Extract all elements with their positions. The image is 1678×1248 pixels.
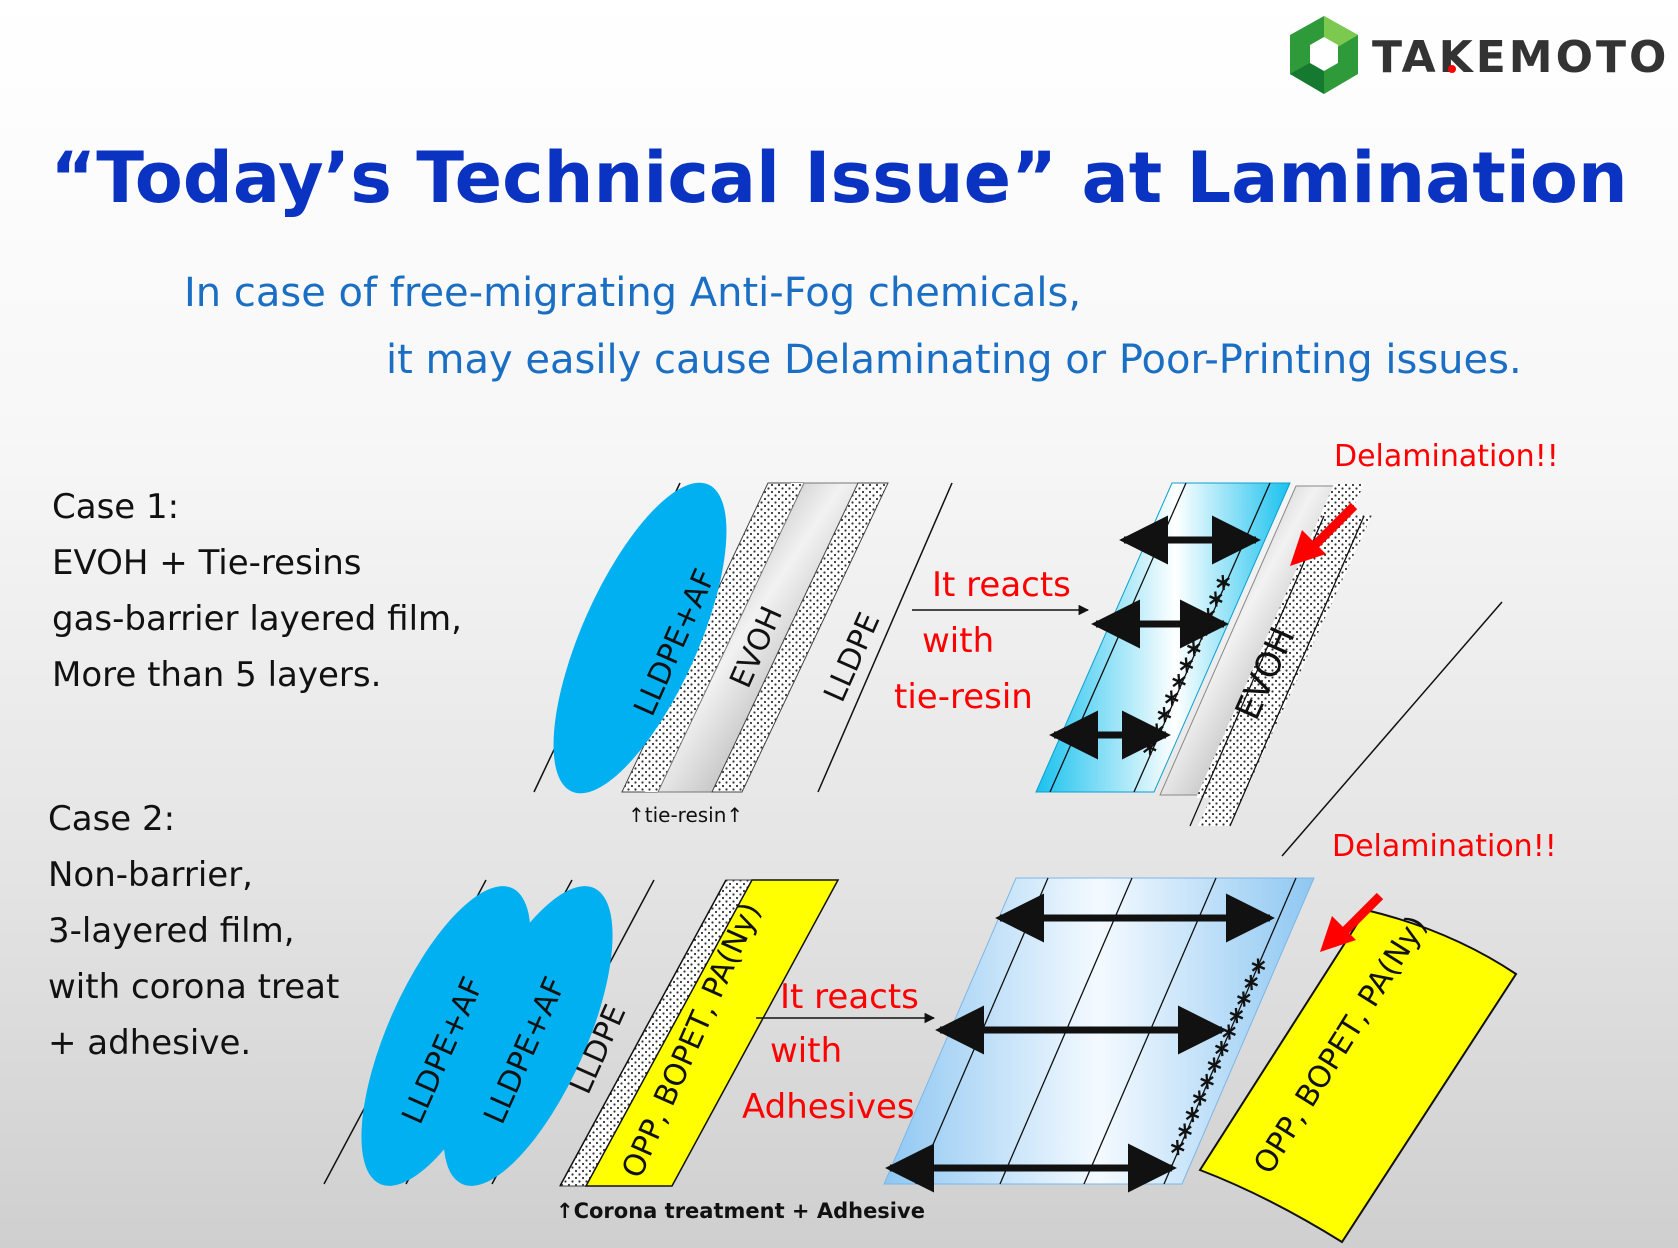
red-arrow-shaft (1306, 502, 1358, 554)
llde-af-ellipse-2 (443, 886, 613, 1186)
case-2-film-stack: LLDPE+AF LLDPE+AF LLDPE OPP, BOPET, PA(N… (323, 879, 925, 1223)
case-2-line-2: Non-barrier, (48, 855, 253, 895)
case-2-reaction: It reacts with Adhesives (742, 977, 936, 1127)
separated-line-2 (1229, 515, 1365, 827)
separated-line (1189, 515, 1325, 827)
stack-outer-line-2 (817, 482, 953, 793)
tie-resin-layer-3 (711, 482, 889, 793)
red-arrow-shaft-2 (1336, 892, 1384, 940)
case-2-reacts-line-1: It reacts (780, 977, 919, 1017)
case-1-description: Case 1: EVOH + Tie-resins gas-barrier la… (52, 487, 462, 695)
case-1-reacts-line-3: tie-resin (894, 677, 1033, 717)
case-2-heading: Case 2: (48, 799, 175, 839)
stack-line-4 (559, 879, 727, 1187)
tie-resin-note: ↑tie-resin↑ (628, 803, 743, 827)
case-2-reacts-line-2: with (770, 1031, 842, 1071)
case-1-film-stack: LLDPE+AF EVOH LLDPE ↑tie-resin↑ (533, 482, 953, 827)
page-title: “Today’s Technical Issue” at Lamination (50, 137, 1628, 219)
case-2-description: Case 2: Non-barrier, 3-layered film, wit… (48, 799, 339, 1063)
case-2-line-3: 3-layered film, (48, 911, 295, 951)
case-1-heading: Case 1: (52, 487, 179, 527)
takemoto-logo: TAKEMOTO (1290, 16, 1669, 94)
llde-af-ellipse-1 (361, 886, 531, 1186)
corona-adhesive-note: ↑Corona treatment + Adhesive (556, 1199, 925, 1223)
logo-name: TAKEMOTO (1372, 32, 1669, 83)
hexagon-logo-icon (1290, 16, 1358, 94)
tie-separated-layer-2 (1198, 515, 1372, 826)
case-2-result: ************ OPP, BOPET, PA(Ny) Delamina… (883, 829, 1557, 1244)
subtitle-line-1: In case of free-migrating Anti-Fog chemi… (184, 270, 1081, 316)
case-2-line-4: with corona treat (48, 967, 339, 1007)
separated-line-3 (1281, 601, 1503, 857)
case-1-line-3: gas-barrier layered film, (52, 599, 462, 639)
case-1-line-2: EVOH + Tie-resins (52, 543, 362, 583)
case-2-delamination-label: Delamination!! (1332, 829, 1557, 864)
case-1-reacts-line-2: with (922, 621, 994, 661)
logo-accent-dot (1448, 65, 1456, 73)
case-2-reacts-line-3: Adhesives (742, 1087, 915, 1127)
case-1-reaction: It reacts with tie-resin (894, 565, 1090, 717)
case-1-reacts-line-1: It reacts (932, 565, 1071, 605)
separated-substrate (1198, 908, 1518, 1244)
red-arrow-head (1290, 530, 1326, 566)
subtitle-line-2: it may easily cause Delaminating or Poor… (386, 337, 1522, 383)
case-1-delamination-label: Delamination!! (1334, 439, 1559, 474)
case-1-result: EVOH *********** Delamination!! (1035, 439, 1559, 857)
substrate-layer (584, 879, 840, 1187)
red-arrow-head-2 (1320, 916, 1356, 952)
case-2-line-5: + adhesive. (48, 1023, 251, 1063)
case-1-line-4: More than 5 layers. (52, 655, 381, 695)
llde-af-ellipse (553, 482, 727, 794)
